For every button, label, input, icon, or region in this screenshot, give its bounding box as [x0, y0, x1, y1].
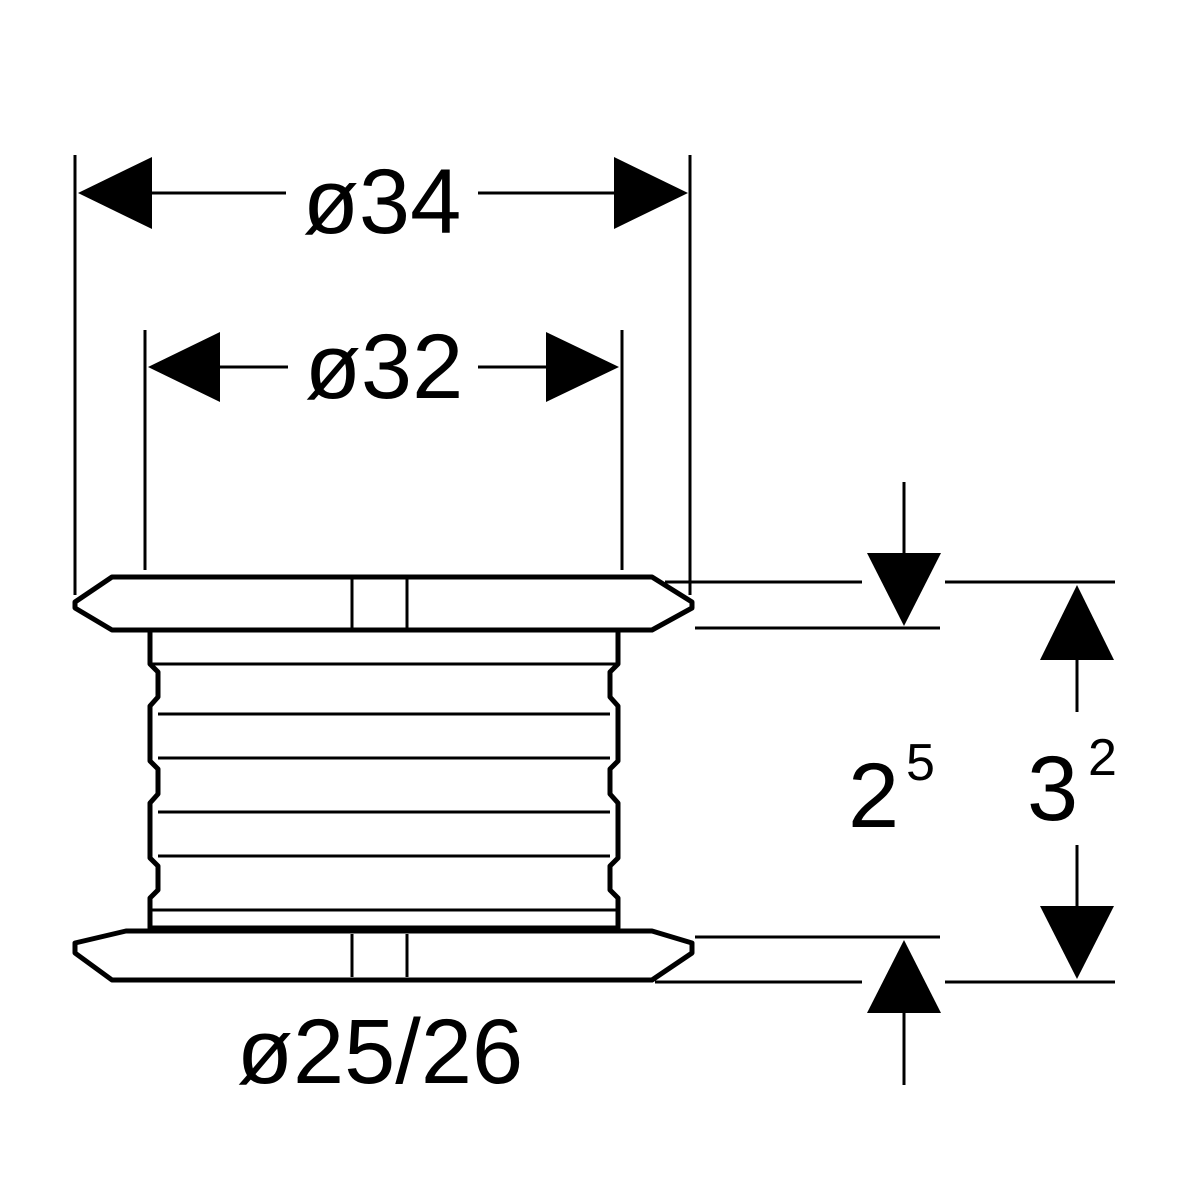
outer-height-exponent: 2 — [1088, 729, 1117, 787]
inner-diameter-label: ø32 — [305, 316, 464, 418]
inner-height-arrow-up — [867, 940, 941, 1013]
outer-height-arrow-up — [1040, 585, 1114, 660]
inner-height-arrow-down — [867, 553, 941, 626]
inner-height-label: 2 — [848, 745, 899, 847]
top-flange — [72, 574, 695, 633]
ribbed-body — [147, 632, 621, 931]
outer-height-arrow-down — [1040, 906, 1114, 979]
inner-height-dimension — [695, 482, 941, 1085]
outer-diameter-dimension — [73, 155, 692, 595]
inner-arrow-left — [148, 332, 220, 402]
bottom-flange — [72, 928, 695, 983]
inner-arrow-right — [546, 332, 619, 402]
outer-arrow-right — [614, 157, 688, 229]
outer-arrow-left — [78, 157, 152, 229]
outer-height-base: 3 — [1027, 738, 1078, 840]
inner-diameter-dimension — [143, 330, 624, 570]
inner-height-base: 2 — [848, 745, 899, 847]
part-drawing — [72, 574, 695, 983]
bore-diameter-label: ø25/26 — [237, 1001, 523, 1103]
inner-height-exponent: 5 — [906, 734, 935, 792]
outer-height-dimension — [655, 580, 1115, 984]
outer-diameter-label: ø34 — [303, 151, 462, 253]
outer-height-label: 3 — [1027, 738, 1078, 840]
